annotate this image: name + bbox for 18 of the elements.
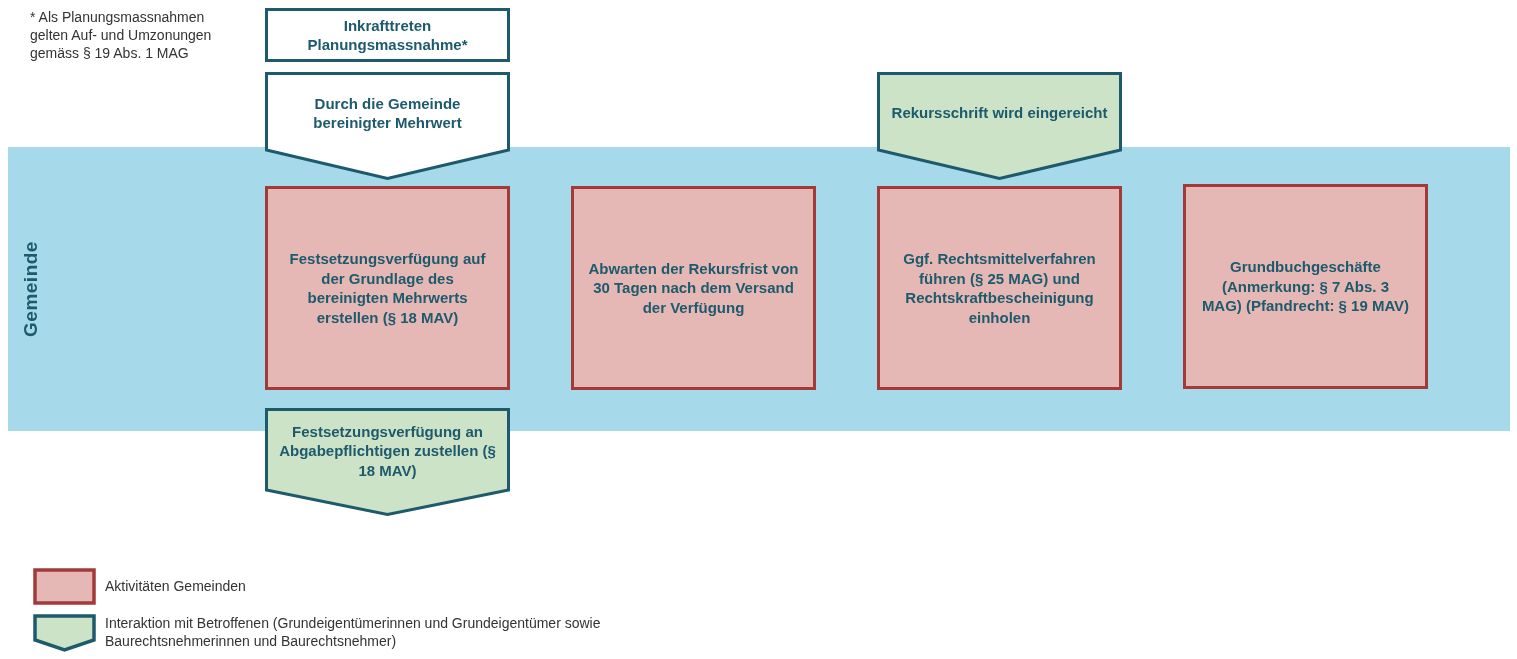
step-text: Festsetzungsverfügung auf der Grundlage des bereinigten Mehrwerts erstellen (§ 18 MAV) [288,249,487,327]
step-text: Ggf. Rechtsmittelverfahren führen (§ 25 MAG) und Rechtskraftbescheinigung einholen [902,249,1097,327]
step-text: Festsetzungsverfügung an Abgabepflichtigen zustellen (§ 18 MAV) [279,421,496,481]
step-text: Abwarten der Rekursfrist von 30 Tagen nach dem Versand der Verfügung [588,258,799,318]
process-box [265,8,510,62]
footnote: * Als Planungsmassnahmen gelten Auf- und Umzonungen gemäss § 19 Abs. 1 MAG [30,8,213,63]
step-text: Rekursschrift wird eingereicht [891,103,1108,123]
activity-box [571,186,816,390]
activity-box [1183,184,1428,389]
activity-box [265,186,510,390]
lane-title: Gemeinde [20,241,42,337]
legend-text: Aktivitäten Gemeinden [105,577,247,596]
step-text: Inkrafttreten Planungsmassnahme* [306,15,469,55]
legend-text: Interaktion mit Betroffenen (Grundeigentümerinnen und Grundeigentümer sowie Baurechtsnehmerinnen und Baurechtsnehmer) [105,614,602,651]
step-text: Durch die Gemeinde bereinigter Mehrwert [312,93,463,133]
interaction-step [265,408,510,516]
step-text: Grundbuchgeschäfte (Anmerkung: § 7 Abs. 3 MAG) (Pfandrecht: § 19 MAV) [1200,257,1411,316]
activity-box [877,186,1122,390]
